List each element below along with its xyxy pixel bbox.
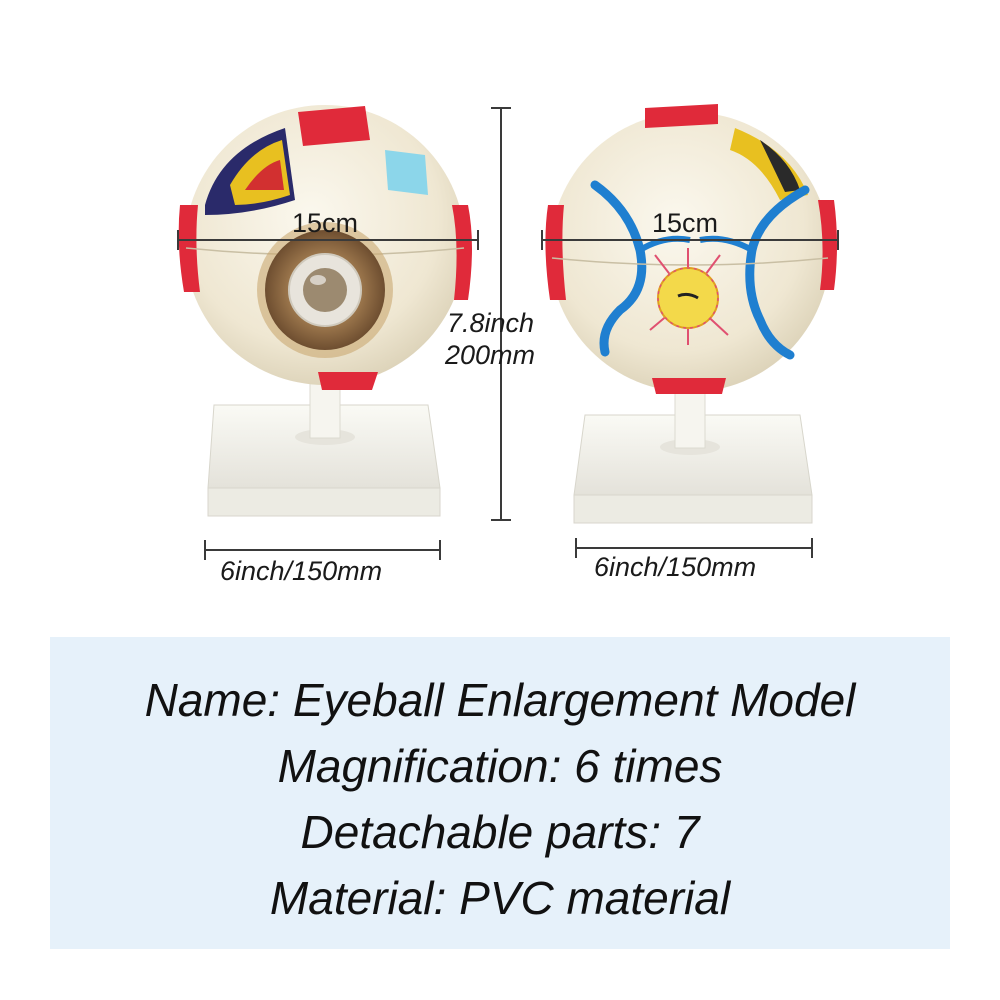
eyeball-models-illustration xyxy=(177,104,839,560)
spec-detachable-parts: Detachable parts: 7 xyxy=(300,806,700,858)
spec-material: Material: PVC material xyxy=(269,872,731,924)
spec-name: Name: Eyeball Enlargement Model xyxy=(144,674,856,726)
left-width-label: 15cm xyxy=(292,208,359,238)
height-inch-label: 7.8inch xyxy=(447,308,535,338)
right-width-label: 15cm xyxy=(652,208,719,238)
dimension-lines xyxy=(177,107,839,560)
product-photo: 15cm 15cm 7.8inch 200mm 6inch/150mm 6inc… xyxy=(177,104,839,586)
right-eyeball-model xyxy=(545,104,837,524)
height-mm-label: 200mm xyxy=(445,340,536,370)
right-base-width-label: 6inch/150mm xyxy=(594,552,757,582)
left-eyeball-model xyxy=(178,105,472,517)
left-base-width-label: 6inch/150mm xyxy=(220,556,383,586)
specifications-panel: Name: Eyeball Enlargement Model Magnific… xyxy=(50,637,950,949)
spec-magnification: Magnification: 6 times xyxy=(277,740,723,792)
